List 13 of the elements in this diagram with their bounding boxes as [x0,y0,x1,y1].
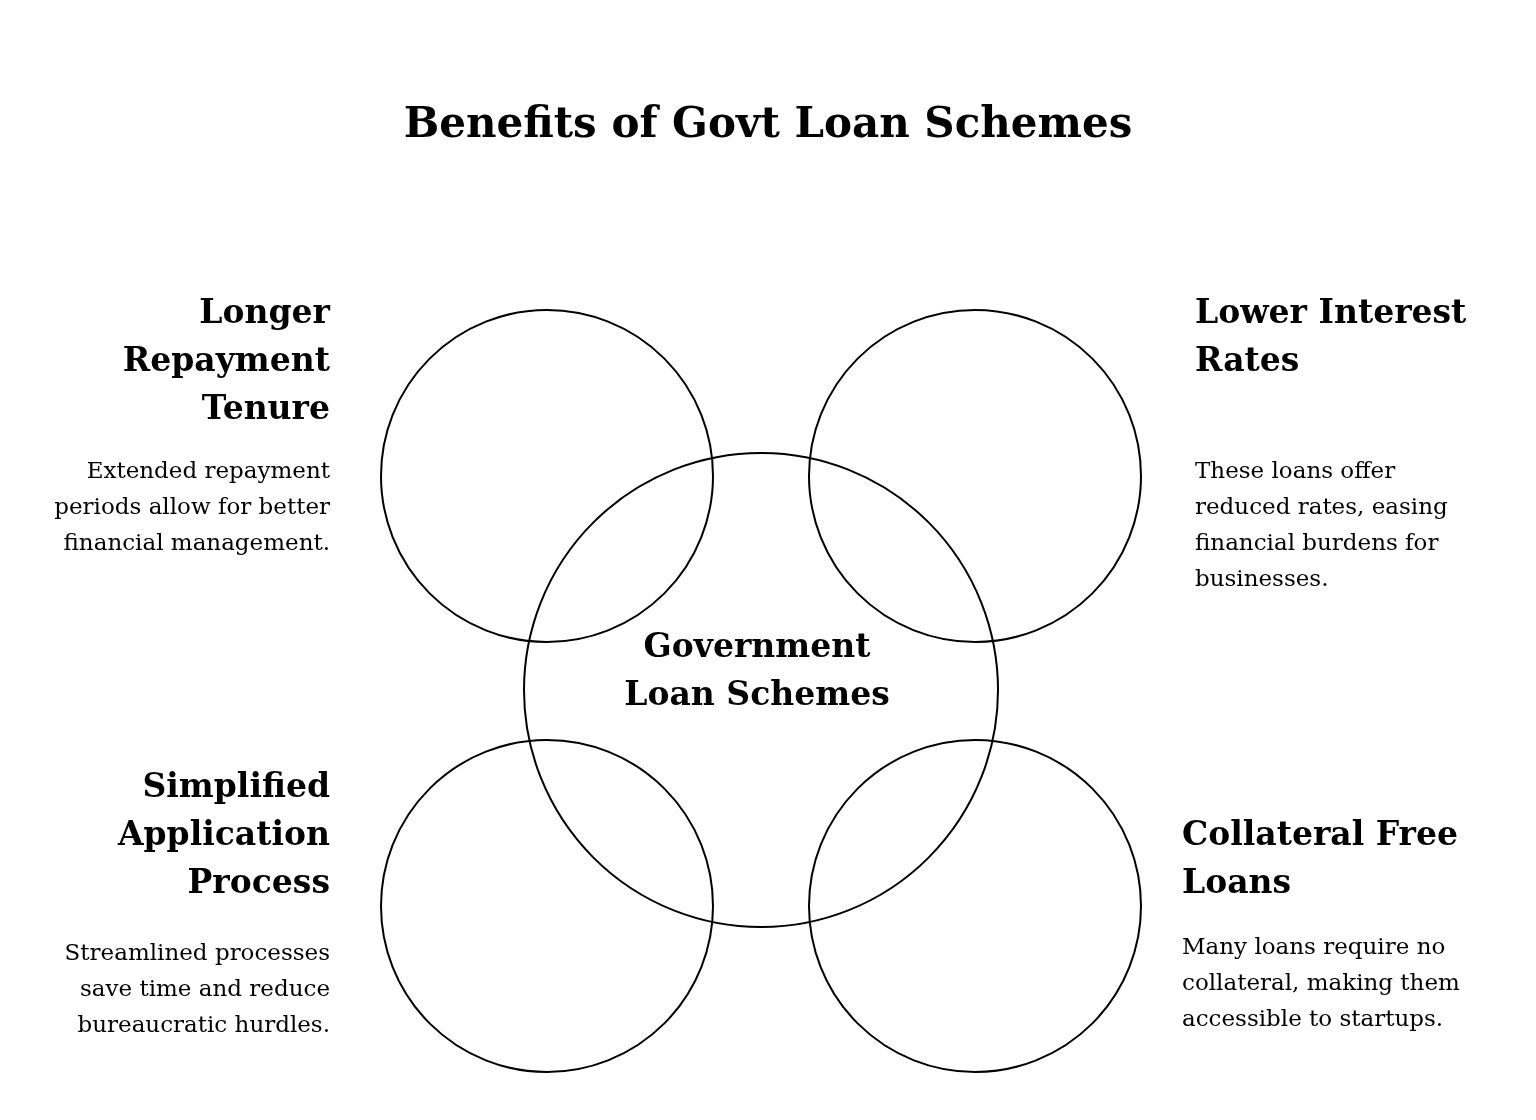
benefit-description: These loans offer reduced rates, easing financial burdens for businesses. [1195,456,1449,593]
benefit-heading: Simplified Application Process [116,765,330,903]
center-circle [523,452,999,928]
diagram-title: Benefits of Govt Loan Schemes [402,98,1134,147]
benefit-heading: Lower Interest Rates [1195,291,1468,381]
venn-circle [380,739,714,1073]
benefit-description: Many loans require no collateral, making them accessible to startups. [1182,932,1461,1033]
venn-circle [808,739,1142,1073]
benefit-heading: Collateral Free Loans [1182,813,1459,903]
benefit-description: Streamlined processes save time and reduce bureaucratic hurdles. [63,938,330,1039]
benefit-description: Extended repayment periods allow for better financial management. [53,456,330,557]
center-label: Government Loan Schemes [623,625,891,715]
benefit-heading: Longer Repayment Tenure [121,291,330,429]
